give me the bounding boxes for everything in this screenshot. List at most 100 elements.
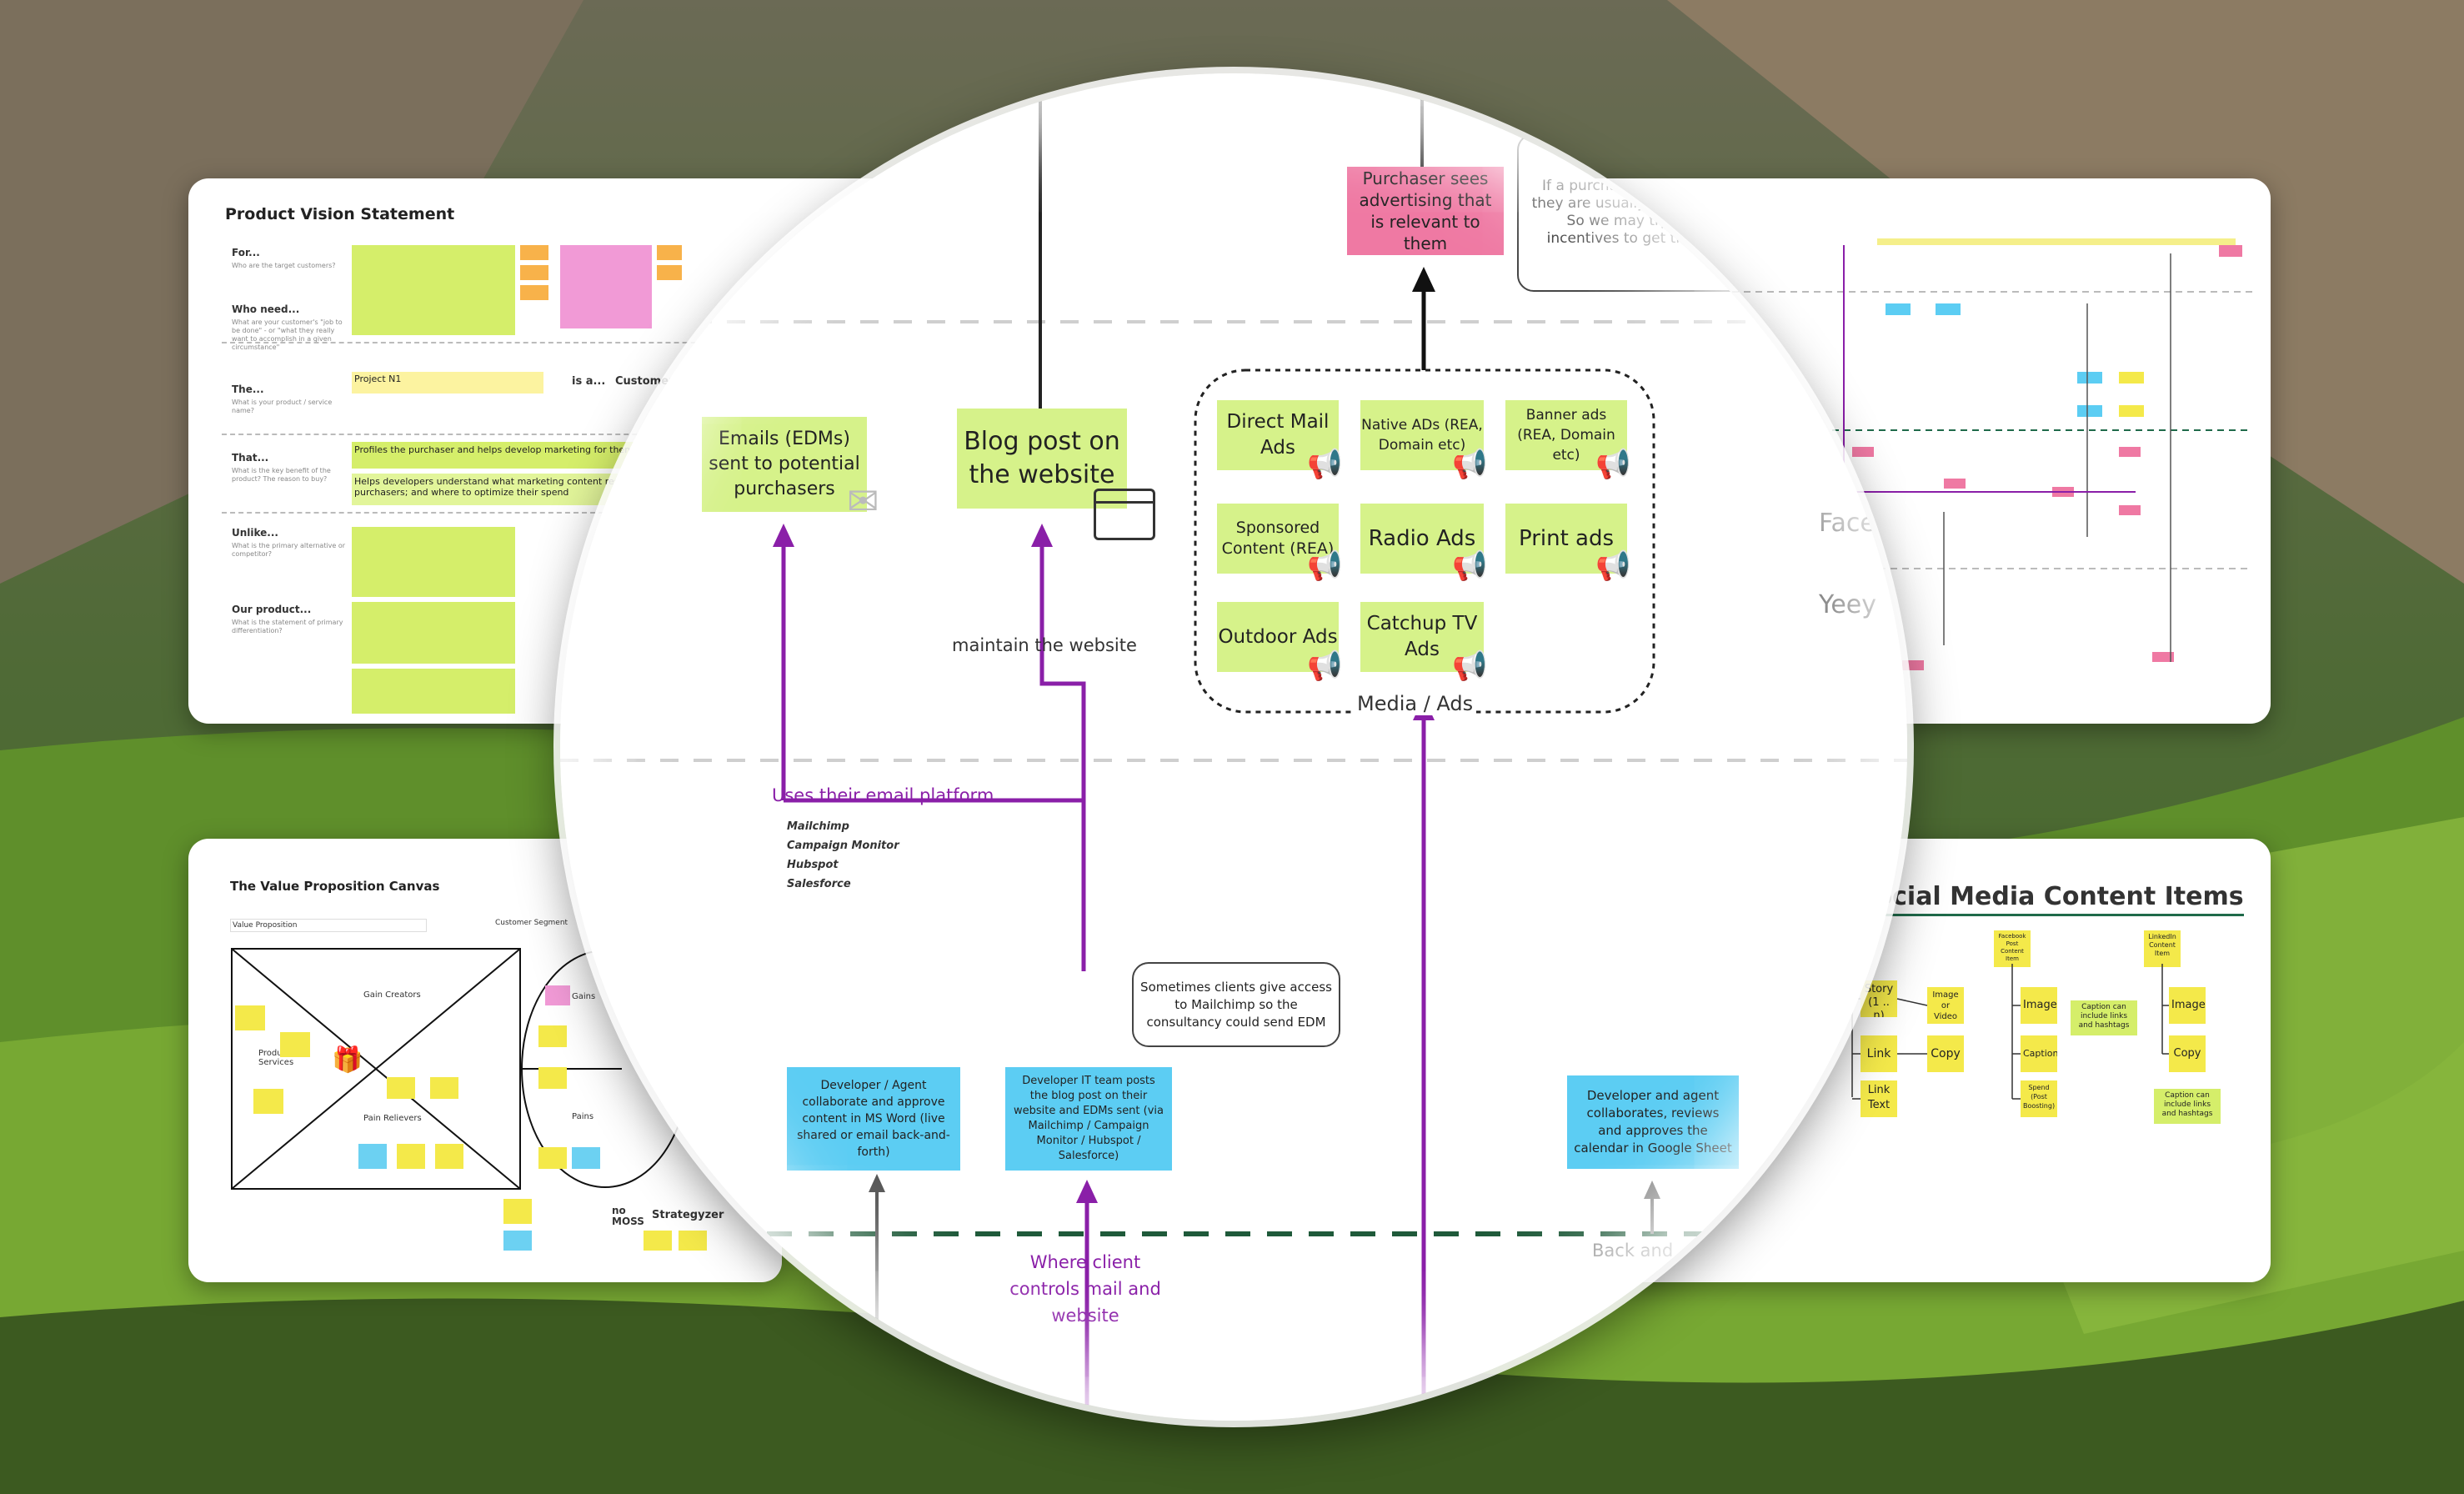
sticky-note[interactable] bbox=[235, 1005, 265, 1030]
ad-sponsored[interactable]: Sponsored Content (REA) bbox=[1217, 504, 1339, 574]
sticky-note[interactable] bbox=[358, 1144, 387, 1169]
platform-item: Mailchimp Campaign Monitor Hubspot Sales… bbox=[787, 817, 899, 894]
envelope-icon: ✉ bbox=[847, 479, 879, 524]
social-item[interactable]: Link bbox=[1861, 1035, 1897, 1072]
customer-label: Customer bbox=[615, 375, 674, 388]
gains-label: Gains bbox=[572, 992, 596, 1001]
megaphone-icon: 📢 bbox=[1452, 549, 1488, 583]
dev-it-note[interactable]: Developer IT team posts the blog post on… bbox=[1005, 1067, 1172, 1171]
platform-hubspot: Hubspot bbox=[787, 859, 839, 871]
gift-icon: 🎁 bbox=[332, 1045, 363, 1075]
sticky-note[interactable] bbox=[435, 1144, 463, 1169]
sticky-note[interactable] bbox=[253, 1089, 283, 1114]
speech-bubble-top: If a purchaser sees an ad, they are usua… bbox=[1517, 133, 1750, 292]
divider bbox=[222, 512, 939, 514]
sticky-note[interactable] bbox=[538, 1147, 567, 1169]
social-item[interactable]: Caption can include links and hashtags bbox=[2071, 1000, 2137, 1035]
face-label: Face bbox=[1819, 509, 1876, 538]
sticky-note[interactable] bbox=[520, 245, 548, 260]
megaphone-icon: 📢 bbox=[1595, 448, 1631, 481]
row-label: For... bbox=[232, 247, 260, 258]
sticky-note[interactable] bbox=[679, 1231, 707, 1251]
row-sub: Who are the target customers? bbox=[232, 262, 336, 269]
sticky-note[interactable] bbox=[352, 527, 515, 597]
pains-label: Pains bbox=[572, 1112, 594, 1121]
purchaser-note[interactable]: Purchaser sees advertising that is relev… bbox=[1347, 167, 1504, 255]
sticky-note[interactable] bbox=[430, 1077, 458, 1099]
uses-email-label: Uses their email platform bbox=[772, 785, 994, 805]
social-item[interactable]: Copy bbox=[1927, 1035, 1964, 1072]
sticky-note[interactable] bbox=[397, 1144, 425, 1169]
project-name-note[interactable]: Project N1 bbox=[352, 372, 543, 394]
pain-relievers-label: Pain Relievers bbox=[363, 1114, 422, 1123]
ad-catchup-tv[interactable]: Catchup TV Ads bbox=[1360, 602, 1484, 672]
platform-salesforce: Salesforce bbox=[787, 878, 851, 890]
row-sub: What is the key benefit of the product? … bbox=[232, 467, 331, 483]
ad-print[interactable]: Print ads bbox=[1505, 504, 1627, 574]
sticky-note[interactable] bbox=[560, 245, 652, 328]
social-item[interactable]: Image or Video bbox=[1927, 987, 1964, 1024]
row-label: Who need... bbox=[232, 303, 300, 315]
emails-note[interactable]: Emails (EDMs) sent to potential purchase… bbox=[702, 417, 867, 512]
ad-radio[interactable]: Radio Ads bbox=[1360, 504, 1484, 574]
row-sub: What is the primary alternative or compe… bbox=[232, 542, 346, 558]
sticky-note[interactable] bbox=[538, 1025, 567, 1047]
megaphone-icon: 📢 bbox=[1595, 549, 1631, 583]
row-sub: What is the statement of primary differe… bbox=[232, 619, 343, 634]
megaphone-icon: 📢 bbox=[1307, 649, 1343, 683]
blog-note[interactable]: Blog post on the website bbox=[957, 409, 1127, 509]
gain-creators-label: Gain Creators bbox=[363, 990, 421, 1000]
speech-bubble-mid: Sometimes clients give access to Mailchi… bbox=[1132, 962, 1340, 1047]
social-item[interactable]: Image bbox=[2169, 987, 2206, 1024]
strategyzer-logo: Strategyzer bbox=[652, 1209, 724, 1221]
lens-connectors bbox=[560, 73, 1907, 1417]
sticky-note[interactable] bbox=[503, 1199, 532, 1224]
megaphone-icon: 📢 bbox=[1307, 549, 1343, 583]
sticky-note[interactable] bbox=[503, 1231, 532, 1251]
sticky-note[interactable] bbox=[572, 1147, 600, 1169]
media-ads-label: Media / Ads bbox=[1354, 692, 1477, 715]
dev-agent-note[interactable]: Developer / Agent collaborate and approv… bbox=[787, 1067, 960, 1171]
nomoss-logo: no MOSS bbox=[612, 1205, 644, 1227]
where-client-label: Where client controls mail and website bbox=[1009, 1252, 1161, 1326]
social-item[interactable]: Caption bbox=[2021, 1035, 2057, 1072]
social-item[interactable]: Link Text bbox=[1861, 1080, 1897, 1117]
social-item[interactable]: Image bbox=[2021, 987, 2057, 1024]
row-label: Unlike... bbox=[232, 527, 278, 539]
social-item[interactable]: Spend (Post Boosting) bbox=[2021, 1080, 2057, 1117]
sticky-note[interactable] bbox=[520, 265, 548, 280]
ad-native[interactable]: Native ADs (REA, Domain etc) bbox=[1360, 400, 1484, 470]
sticky-note[interactable] bbox=[387, 1077, 415, 1099]
dev-agent-calendar-note[interactable]: Developer and agent collaborates, review… bbox=[1567, 1075, 1739, 1169]
back-and-label: Back and bbox=[1592, 1241, 1674, 1261]
maintain-label: maintain the website bbox=[952, 635, 1137, 655]
sticky-note[interactable] bbox=[657, 245, 682, 260]
customer-segment-label: Customer Segment bbox=[495, 919, 568, 927]
sticky-note[interactable] bbox=[657, 265, 682, 280]
is-a-label: is a... bbox=[572, 375, 606, 388]
row-sub: What are your customer's "job to be done… bbox=[232, 318, 343, 351]
social-item[interactable]: Story (1 .. n) bbox=[1861, 980, 1897, 1017]
social-item[interactable]: LinkedIn Content Item bbox=[2144, 930, 2181, 967]
value-proposition-label: Value Proposition bbox=[230, 919, 427, 932]
social-item[interactable]: Copy bbox=[2169, 1035, 2206, 1072]
row-sub: What is your product / service name? bbox=[232, 399, 333, 414]
divider bbox=[222, 434, 939, 435]
sticky-note[interactable] bbox=[520, 285, 548, 300]
social-item[interactable]: Caption can include links and hashtags bbox=[2154, 1089, 2221, 1124]
card-title: Product Vision Statement bbox=[225, 205, 455, 223]
sticky-note[interactable] bbox=[538, 1067, 567, 1089]
sticky-note[interactable] bbox=[545, 985, 570, 1005]
ad-direct-mail[interactable]: Direct Mail Ads bbox=[1217, 400, 1339, 470]
browser-icon bbox=[1094, 489, 1155, 540]
sticky-note[interactable] bbox=[352, 602, 515, 664]
sticky-note[interactable] bbox=[352, 669, 515, 714]
sticky-note[interactable] bbox=[644, 1231, 672, 1251]
megaphone-icon: 📢 bbox=[1307, 448, 1343, 481]
sticky-note[interactable] bbox=[352, 245, 515, 335]
social-item[interactable]: Facebook Post Content Item bbox=[1994, 930, 2031, 967]
title-underline bbox=[1794, 914, 2244, 916]
ad-outdoor[interactable]: Outdoor Ads bbox=[1217, 602, 1339, 672]
ad-banner[interactable]: Banner ads (REA, Domain etc) bbox=[1505, 400, 1627, 470]
sticky-note[interactable] bbox=[280, 1032, 310, 1057]
